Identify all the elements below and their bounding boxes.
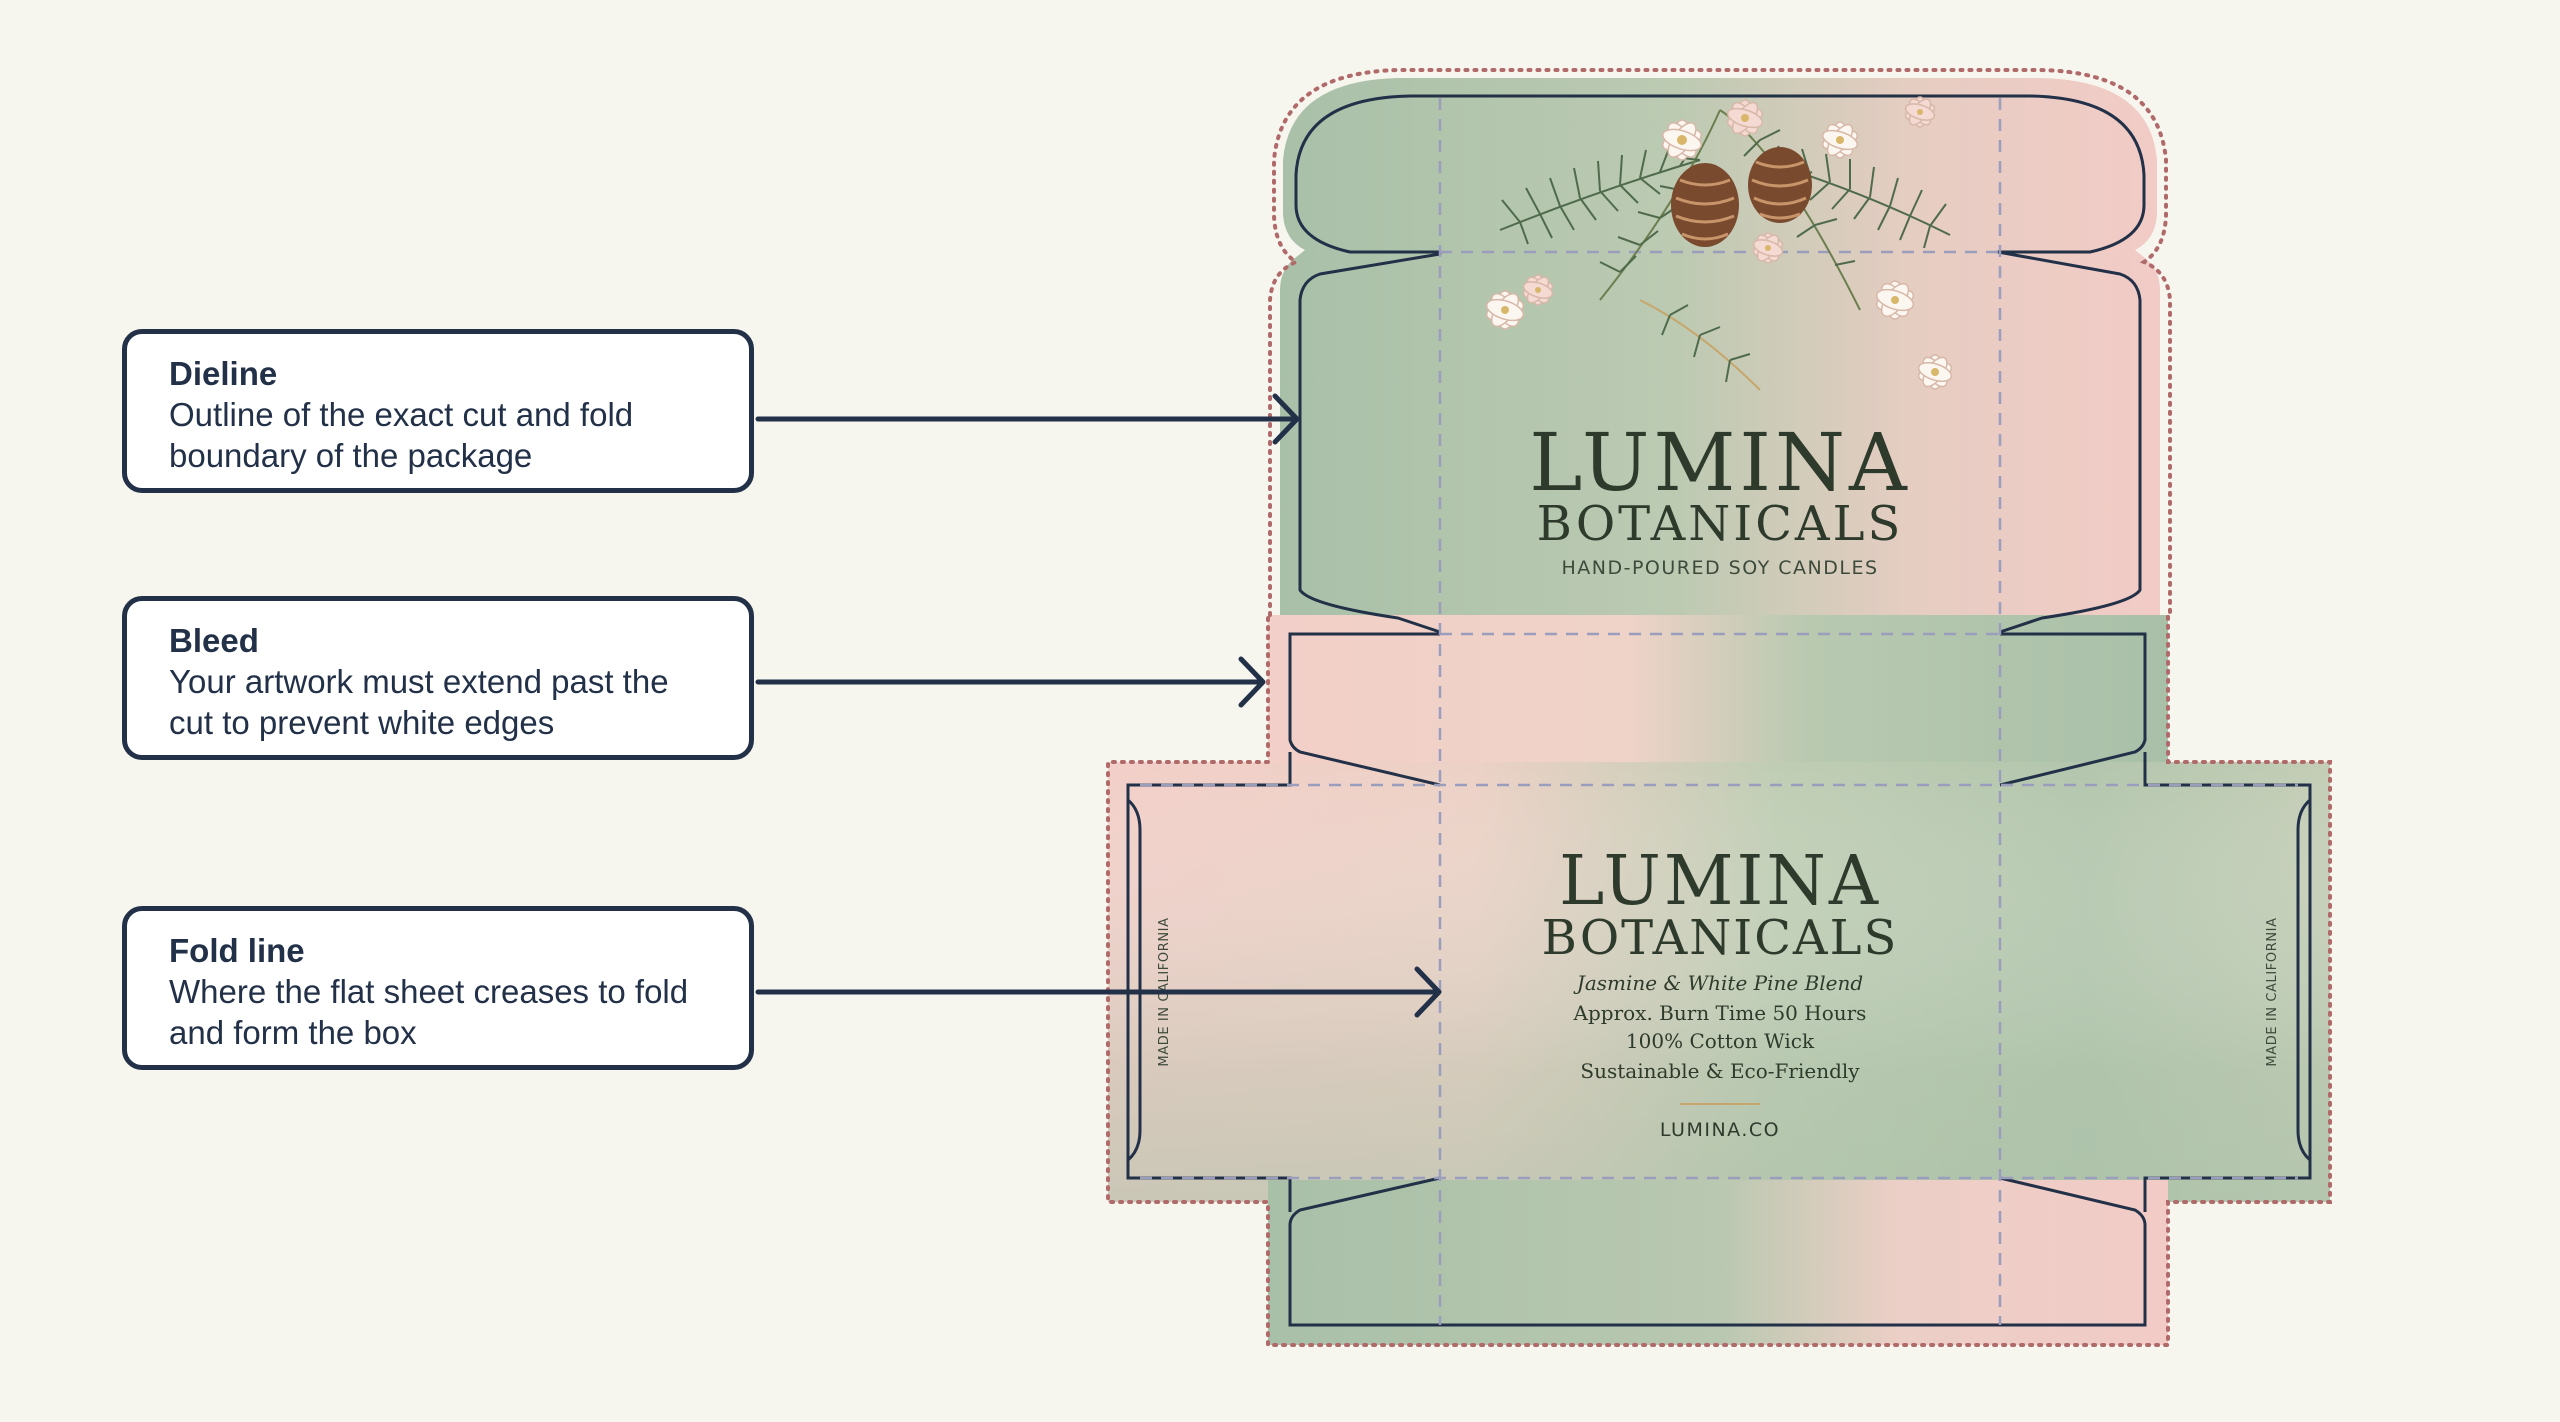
front-brand-line2: BOTANICALS: [1542, 910, 1899, 966]
front-burn-time: Approx. Burn Time 50 Hours: [1573, 1001, 1867, 1025]
arrow-right-icon: [755, 656, 1266, 708]
front-website: LUMINA.CO: [1660, 1119, 1780, 1141]
pine-branch-icon: [1499, 109, 1951, 391]
callout-desc-line2: and form the box: [169, 1014, 417, 1051]
front-brand-line1: LUMINA: [1559, 842, 1881, 921]
callout-title: Bleed: [169, 622, 259, 659]
botanical-illustration: [1485, 96, 1953, 391]
callout-title: Dieline: [169, 355, 278, 392]
dieline-cut-side-notches: [1126, 798, 2312, 1162]
callout-desc-line2: cut to prevent white edges: [169, 704, 555, 741]
lid-brand-line1: LUMINA: [1529, 416, 1910, 509]
jasmine-flower-icon: [1485, 96, 1953, 390]
right-flap-text: MADE IN CALIFORNIA: [2265, 917, 2280, 1066]
dieline-cut-bottom: [1288, 1176, 2147, 1327]
bleed-area-lid: [1280, 78, 2160, 632]
callout-desc-line1: Outline of the exact cut and fold: [169, 396, 634, 433]
bleed-area-front-shade: [1108, 762, 2330, 1202]
lid-brand-line2: BOTANICALS: [1537, 496, 1904, 552]
callout-bleed: Bleed Your artwork must extend past the …: [122, 596, 754, 760]
callout-desc-line1: Your artwork must extend past the: [169, 663, 669, 700]
front-eco: Sustainable & Eco-Friendly: [1580, 1059, 1860, 1083]
dieline-cut-front: [1126, 752, 1292, 1212]
front-scent: Jasmine & White Pine Blend: [1573, 971, 1863, 995]
bleed-area-band: [1268, 615, 2168, 785]
arrow-right-icon: [755, 966, 1442, 1018]
callout-fold-line: Fold line Where the flat sheet creases t…: [122, 906, 754, 1070]
dieline-cut-front-right: [2143, 752, 2312, 1212]
callout-desc-line1: Where the flat sheet creases to fold: [169, 973, 689, 1010]
fold-lines: [1140, 98, 2298, 1325]
dieline-cut-outline: [1294, 94, 2146, 634]
pinecone-icon: [1671, 163, 1739, 247]
dieline-cut-band-left: [1288, 632, 1441, 787]
lid-tagline: HAND-POURED SOY CANDLES: [1561, 557, 1878, 579]
callout-desc-line2: boundary of the package: [169, 437, 533, 474]
dieline-cut-band-right: [1999, 632, 2147, 787]
callout-title: Fold line: [169, 932, 305, 969]
bleed-area-bottom: [1268, 1180, 2168, 1345]
arrow-right-icon: [755, 393, 1300, 445]
pinecone-icon: [1748, 147, 1812, 223]
callout-dieline: Dieline Outline of the exact cut and fol…: [122, 329, 754, 493]
front-wick: 100% Cotton Wick: [1626, 1029, 1815, 1053]
